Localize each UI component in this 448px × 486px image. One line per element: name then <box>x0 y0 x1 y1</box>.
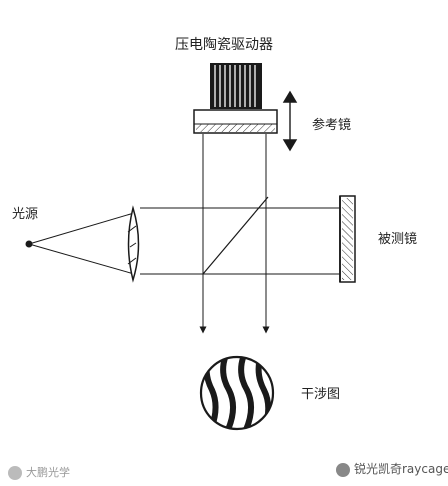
mirror-motion-arrow <box>282 90 298 152</box>
piezo-driver <box>210 63 262 109</box>
watermark-left-text: 大鹏光学 <box>26 466 70 479</box>
watermark-right-icon <box>336 462 350 477</box>
reference-mirror <box>193 109 278 134</box>
watermark-right: 锐光凯奇raycage <box>336 460 448 477</box>
light-source-label: 光源 <box>12 207 39 222</box>
collimated-beam <box>140 207 340 275</box>
test-mirror-label: 被测镜 <box>378 232 418 247</box>
watermark-right-text: 锐光凯奇raycage <box>354 462 448 476</box>
watermark-left-icon <box>8 466 22 480</box>
watermark-left: 大鹏光学 <box>8 464 70 480</box>
beam-splitter <box>202 196 269 275</box>
reference-arm-beam <box>202 134 267 208</box>
test-mirror <box>339 195 356 283</box>
reference-mirror-label: 参考镜 <box>312 118 352 133</box>
piezo-driver-label: 压电陶瓷驱动器 <box>175 37 273 53</box>
output-beam <box>199 208 270 334</box>
diverging-beam <box>28 212 135 275</box>
collimating-lens <box>127 205 140 283</box>
interferogram-pattern <box>199 355 275 431</box>
interferogram-label: 干涉图 <box>301 387 341 402</box>
